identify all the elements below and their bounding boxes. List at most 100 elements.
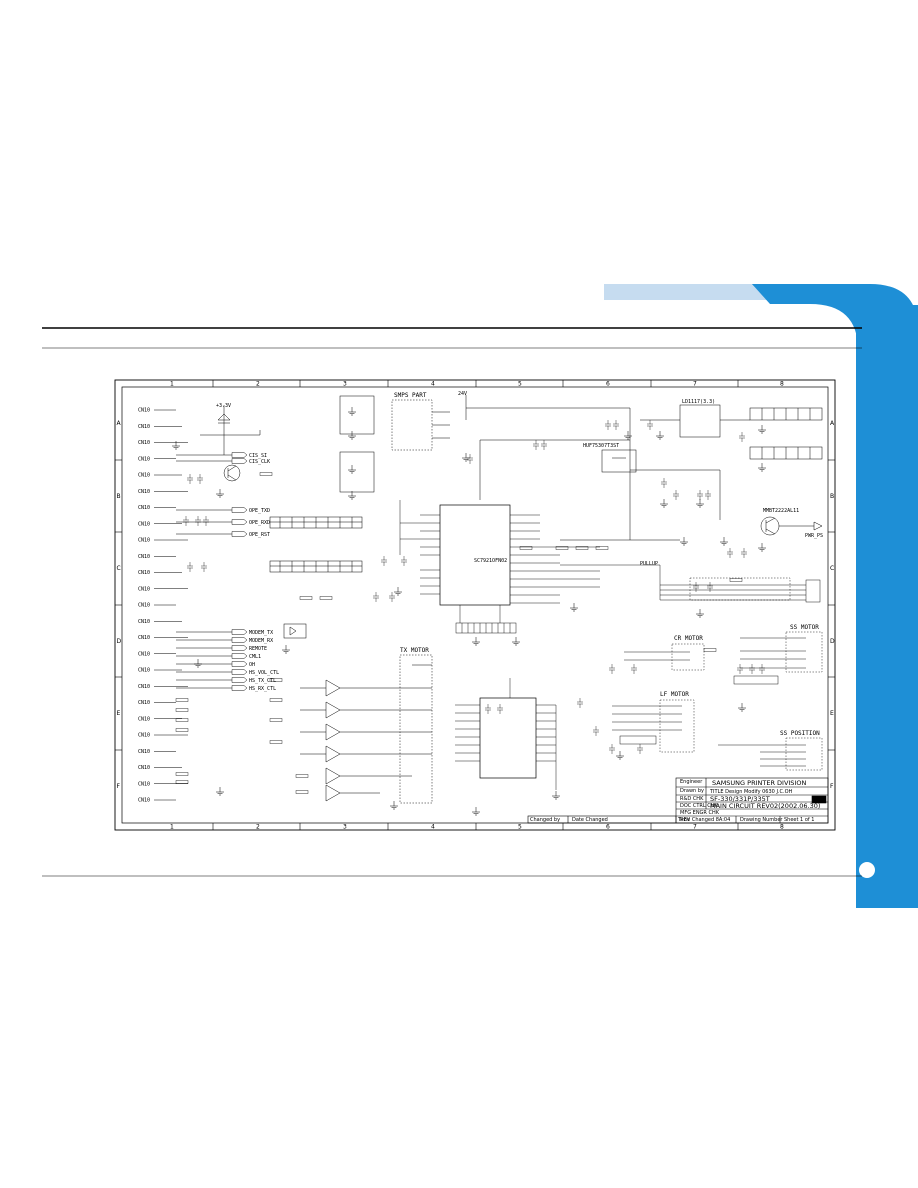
tb-drawn-by: Drawn by — [680, 788, 704, 794]
off-page-connector — [231, 653, 248, 659]
col-label: 4 — [431, 824, 435, 831]
ground-symbol — [696, 499, 704, 508]
col-label: 3 — [343, 824, 347, 831]
connector-pin-label: CN10 — [138, 781, 150, 787]
off-page-connector — [231, 452, 248, 458]
signal-net-label: REMOTE — [249, 646, 267, 652]
frame-row-labels: A B C D E F A B C D E F — [117, 420, 836, 790]
v33-label: +3.3V — [216, 403, 231, 409]
ground-symbol — [616, 751, 624, 760]
ground-symbols — [172, 407, 766, 816]
capacitor-mark — [707, 582, 713, 592]
header-tab-shape — [604, 284, 770, 300]
capacitor-mark — [187, 562, 193, 572]
signal-net-label: MODEM_RX — [249, 638, 273, 644]
resistor-mark — [555, 546, 569, 550]
smps-part-label: SMPS PART — [394, 392, 427, 399]
connector-pin-label: CN10 — [138, 684, 150, 690]
resistor-mark — [175, 708, 189, 712]
capacitor-mark — [381, 556, 387, 566]
u2-part-label: SC7921OFN02 — [474, 558, 507, 564]
connector-pin-label: CN10 — [138, 798, 150, 804]
capacitor-mark — [661, 478, 667, 488]
left-signal-nets: CIS_SICIS_CLKOPE_TXDOPE_RXDOPE_RSTMODEM_… — [176, 452, 279, 692]
off-page-connector — [231, 519, 248, 525]
off-page-connector — [231, 629, 248, 635]
capacitor-mark — [739, 432, 745, 442]
off-page-connector — [231, 531, 248, 537]
right-middle-network — [560, 564, 821, 603]
resistor-mark — [175, 772, 189, 776]
col-label: 2 — [256, 381, 260, 388]
connector-pin-label: CN10 — [138, 749, 150, 755]
capacitor-mark — [605, 420, 611, 430]
ground-symbol — [282, 645, 290, 654]
resistor-mark — [175, 718, 189, 722]
off-page-connector — [231, 458, 248, 464]
tb-circuit: MAIN CIRCUIT REV02(2002.06.30) — [710, 802, 820, 810]
side-band-top — [752, 284, 918, 350]
tb-model: SF-330/331P/335T — [710, 795, 770, 803]
page-number-circle — [857, 860, 877, 880]
ground-symbol — [172, 441, 180, 450]
pwr-ps-label: PWR_PS — [805, 533, 823, 539]
col-label: 8 — [780, 381, 784, 388]
lf-motor-label: LF MOTOR — [660, 691, 689, 698]
q2-part-label: HUF75307T3ST — [583, 443, 619, 449]
capacitor-mark — [613, 420, 619, 430]
row-label: D — [830, 638, 835, 645]
capacitor-mark — [697, 490, 703, 500]
col-label: 5 — [518, 824, 522, 831]
capacitor-mark — [203, 516, 209, 526]
capacitor-mark — [187, 474, 193, 484]
tb-drawing-number: Drawing Number — [740, 817, 783, 823]
title-block — [527, 777, 829, 824]
resistor-mark — [175, 780, 189, 784]
row-label: A — [117, 420, 122, 427]
resistor-mark — [269, 678, 283, 682]
resistor-mark — [175, 728, 189, 732]
ground-symbol — [194, 659, 202, 668]
connector-pin-label: CN10 — [138, 619, 150, 625]
side-band-body — [856, 305, 918, 908]
frame-column-labels: 1 2 3 4 5 6 7 8 1 2 3 4 5 6 7 8 — [170, 381, 784, 831]
ground-symbol — [512, 637, 520, 646]
col-label: 1 — [170, 824, 174, 831]
off-page-connector — [231, 685, 248, 691]
signal-net-label: OPE_RXD — [249, 520, 270, 526]
ground-symbol — [660, 499, 668, 508]
connector-pin-label: CN10 — [138, 700, 150, 706]
tx-motor-label: TX MOTOR — [400, 647, 429, 654]
off-page-connector — [231, 507, 248, 513]
capacitor-mark — [759, 664, 765, 674]
row-label: B — [830, 493, 834, 500]
connector-pin-label: CN10 — [138, 538, 150, 544]
connector-pin-label: CN10 — [138, 408, 150, 414]
ground-symbol — [390, 801, 398, 810]
capacitor-mark — [195, 516, 201, 526]
capacitor-mark — [533, 440, 539, 450]
col-label: 3 — [343, 381, 347, 388]
connector-pin-label: CN10 — [138, 505, 150, 511]
tb-rev: REV — [680, 817, 691, 823]
connector-pin-label: CN10 — [138, 456, 150, 462]
ground-symbol — [570, 603, 578, 612]
power-section — [560, 404, 823, 541]
side-band-lower-mask — [856, 908, 918, 1188]
resistor-mark — [319, 596, 333, 600]
ground-symbol — [758, 543, 766, 552]
ground-symbol — [758, 463, 766, 472]
ground-symbol — [216, 489, 224, 498]
signal-net-label: OH — [249, 662, 255, 668]
resistor-mark — [299, 596, 313, 600]
capacitor-mark — [647, 420, 653, 430]
cr-motor-label: CR MOTOR — [674, 635, 703, 642]
logic-ic-u4 — [455, 678, 557, 790]
row-label: E — [830, 710, 834, 717]
col-label: 2 — [256, 824, 260, 831]
ground-symbol — [680, 537, 688, 546]
capacitor-mark — [183, 516, 189, 526]
connector-pin-label: CN10 — [138, 473, 150, 479]
col-label: 5 — [518, 381, 522, 388]
resistor-mark — [595, 546, 609, 550]
